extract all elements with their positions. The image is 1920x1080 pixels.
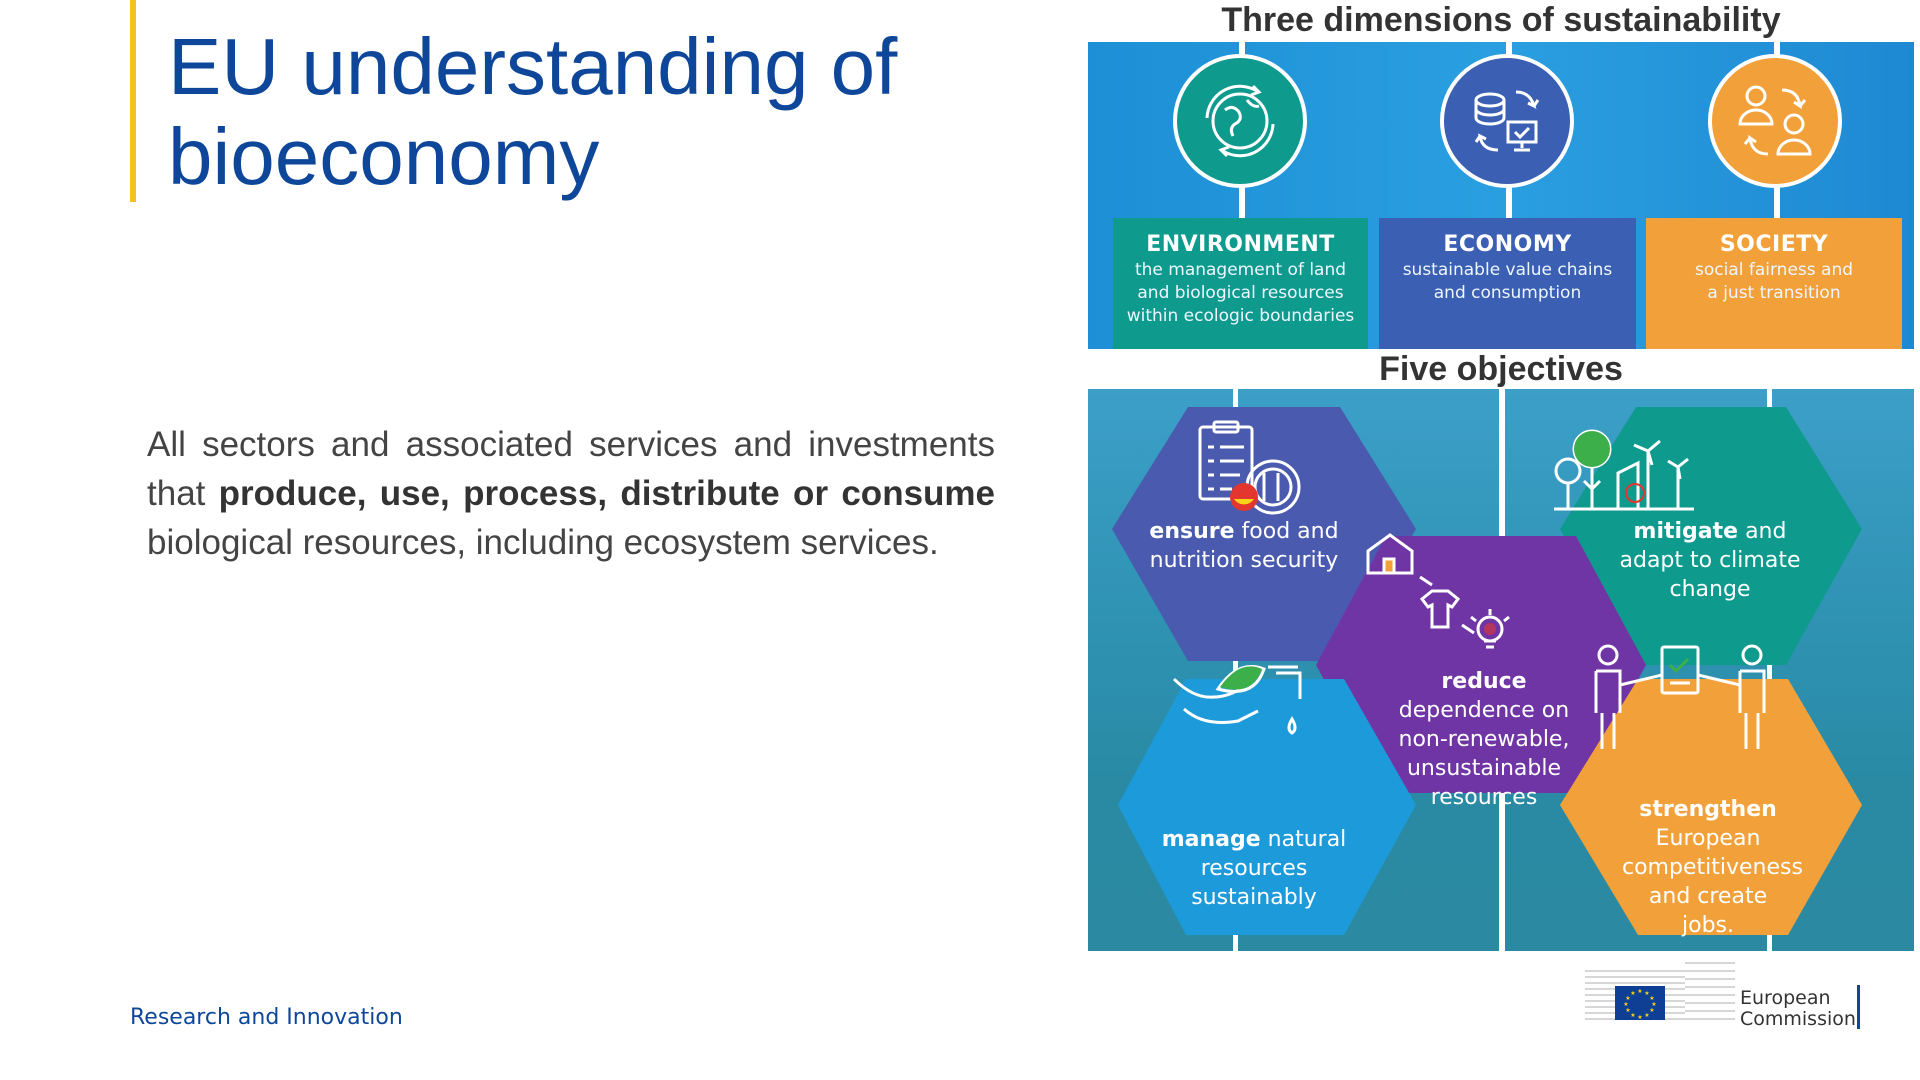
objective-verb: strengthen	[1639, 797, 1777, 822]
title-accent-bar	[130, 0, 136, 202]
objective-verb: manage	[1161, 827, 1261, 852]
objectives-panel: ensure food and nutrition security mitig…	[1088, 389, 1914, 951]
objective-mitigate: mitigate and adapt to climate change	[1615, 517, 1805, 604]
logo-divider	[1857, 985, 1860, 1029]
objective-reduce: reduce dependence on non-renewable, unsu…	[1371, 667, 1597, 812]
svg-text:★: ★	[1651, 1001, 1656, 1008]
svg-text:★: ★	[1637, 988, 1642, 995]
svg-text:★: ★	[1625, 1007, 1630, 1014]
definition-verbs: produce, use, process, distribute or con…	[218, 474, 995, 513]
dimension-economy: ECONOMY sustainable value chains and con…	[1379, 218, 1636, 349]
svg-text:★: ★	[1649, 995, 1654, 1002]
food-checklist-icon	[1198, 420, 1301, 515]
house-shirt-bulb-icon	[1366, 533, 1510, 649]
svg-text:★: ★	[1625, 995, 1630, 1002]
people-exchange-icon	[1708, 54, 1842, 188]
objective-verb: mitigate	[1633, 519, 1739, 544]
objective-text: food and nutrition security	[1149, 519, 1339, 573]
dimension-desc-line: within ecologic boundaries	[1126, 306, 1355, 326]
globe-cycle-icon	[1173, 54, 1307, 188]
logo-line-2: Commission	[1740, 1008, 1856, 1030]
objective-stem	[1767, 389, 1772, 951]
svg-text:★: ★	[1637, 1014, 1642, 1021]
objective-text: dependence on non-renewable, unsustainab…	[1398, 698, 1570, 810]
apple-icon	[1230, 483, 1258, 511]
european-commission-logo: ★★★★ ★★★★ ★★★★	[1585, 962, 1735, 1021]
dimension-label: SOCIETY	[1719, 232, 1829, 257]
tree-canopy-green	[1574, 431, 1610, 467]
definition-suffix: biological resources, including ecosyste…	[147, 523, 939, 562]
dimension-stem	[1239, 42, 1245, 349]
dimension-desc-line: sustainable value chains	[1402, 260, 1613, 280]
bulb-glow	[1484, 623, 1496, 635]
dimension-stem	[1506, 42, 1512, 349]
logo-line-1: European	[1740, 987, 1831, 1009]
objectives-heading: Five objectives	[1379, 350, 1623, 388]
definition-prefix: All sectors and associated services and …	[147, 425, 995, 513]
dimension-society: SOCIETY social fairness and a just trans…	[1646, 218, 1902, 349]
svg-text:★: ★	[1623, 1001, 1628, 1008]
footer-label: Research and Innovation	[130, 1005, 403, 1030]
recycle-icon	[1625, 483, 1645, 503]
economy-cycle-icon	[1440, 54, 1574, 188]
svg-text:★: ★	[1630, 990, 1635, 997]
objective-hex-reduce	[1316, 536, 1646, 793]
objective-text: natural resources sustainably	[1191, 827, 1347, 910]
dimensions-panel: ENVIRONMENT the management of land and b…	[1088, 42, 1914, 349]
svg-text:★: ★	[1644, 990, 1649, 997]
objective-hex-ensure	[1112, 407, 1416, 661]
dimension-desc-line: and consumption	[1433, 283, 1582, 303]
dimension-label: ECONOMY	[1443, 232, 1572, 257]
hand-leaf-tap-icon	[1172, 665, 1302, 735]
dimension-desc-line: social fairness and	[1694, 260, 1854, 280]
slide-title: EU understanding of bioeconomy	[168, 22, 898, 201]
dimension-environment: ENVIRONMENT the management of land and b…	[1113, 218, 1368, 349]
dimension-label: ENVIRONMENT	[1146, 232, 1335, 257]
dimension-desc-line: and biological resources	[1137, 283, 1344, 303]
objective-ensure: ensure food and nutrition security	[1144, 517, 1344, 575]
leaf-fill	[1220, 666, 1262, 690]
svg-text:★: ★	[1649, 1007, 1654, 1014]
objectives-graphic	[1112, 389, 1862, 951]
objective-verb: ensure	[1149, 519, 1235, 544]
objective-strengthen: strengthen European competitiveness and …	[1622, 795, 1803, 940]
dimension-stem	[1774, 42, 1780, 349]
dimension-desc-line: a just transition	[1707, 283, 1841, 303]
dimension-desc-line: the management of land	[1134, 260, 1347, 280]
objective-verb: reduce	[1441, 669, 1527, 694]
definition-paragraph: All sectors and associated services and …	[147, 420, 995, 567]
check-icon	[1668, 657, 1690, 674]
objective-hex-manage	[1118, 679, 1416, 935]
objective-hex-mitigate	[1560, 407, 1862, 665]
people-document-icon	[1594, 644, 1766, 749]
european-commission-wordmark: European Commission	[1740, 988, 1856, 1030]
svg-text:★: ★	[1644, 1012, 1649, 1019]
lemon-icon	[1234, 499, 1254, 505]
svg-text:★: ★	[1630, 1012, 1635, 1019]
objective-text: and adapt to climate change	[1619, 519, 1801, 602]
objective-text: European competitiveness and create jobs…	[1622, 826, 1803, 938]
objective-manage: manage natural resources sustainably	[1161, 825, 1347, 912]
objective-hex-strengthen	[1560, 679, 1862, 935]
dimensions-heading: Three dimensions of sustainability	[1221, 1, 1781, 39]
